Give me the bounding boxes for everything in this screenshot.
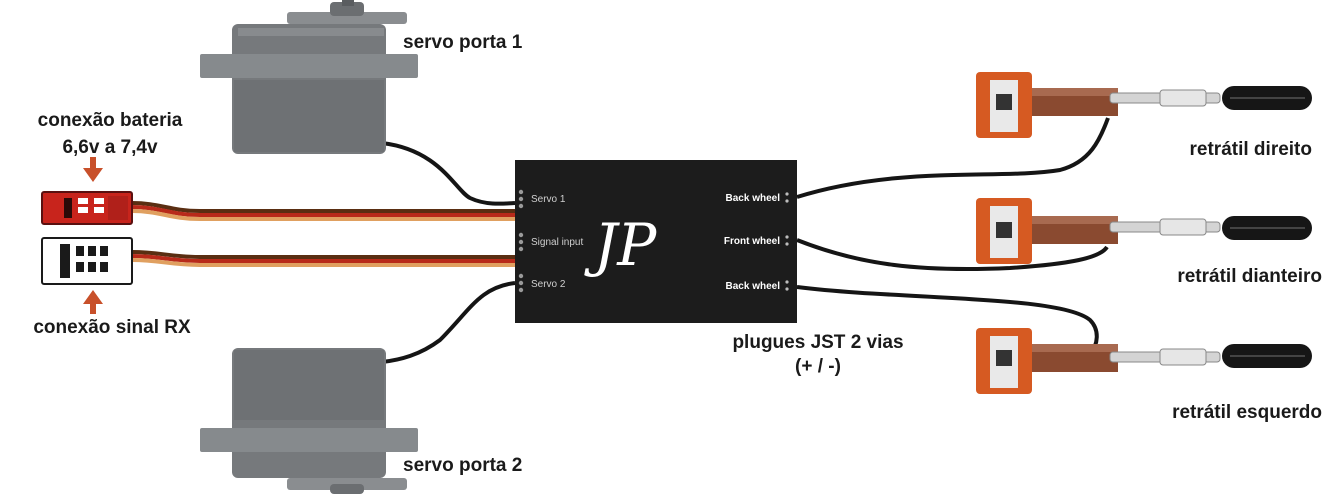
retract-left [976,328,1312,394]
port-servo2-label: Servo 2 [531,279,566,290]
port-back-wheel-2-label: Back wheel [726,281,781,292]
jst-label-line2: (+ / -) [795,356,841,377]
controller-box: Servo 1 Signal input Servo 2 Back wheel … [515,160,797,323]
battery-cable [131,201,515,221]
servo1-label: servo porta 1 [403,32,523,53]
battery-label-line2: 6,6v a 7,4v [62,137,158,158]
rx-connector [41,237,133,285]
rx-signal-cable [131,250,515,267]
left-pin-headers [518,189,524,293]
battery-label-line1: conexão bateria [38,110,183,131]
retract-left-wire [796,285,1099,356]
retract-right-wire [796,117,1110,199]
battery-connector [41,191,133,225]
retract-left-label: retrátil esquerdo [1172,402,1322,423]
battery-arrow-icon [83,157,103,182]
rx-arrow-icon [83,290,103,314]
port-front-wheel-label: Front wheel [724,236,780,247]
servo2-label: servo porta 2 [403,455,522,476]
port-back-wheel-1-label: Back wheel [726,193,781,204]
retract-front [976,198,1312,264]
jst-label-line1: plugues JST 2 vias [732,332,903,353]
jp-logo: JP [584,211,657,279]
retract-front-label: retrátil dianteiro [1177,266,1322,287]
servo2-wire [381,281,516,364]
retract-right [976,72,1312,138]
servo-2 [200,348,418,494]
rx-label: conexão sinal RX [33,317,191,338]
port-servo1-label: Servo 1 [531,194,566,205]
retract-front-wire [796,238,1109,272]
port-signal-label: Signal input [531,237,583,248]
retract-right-label: retrátil direito [1190,139,1312,160]
servo-1 [200,0,418,154]
wires [131,117,1110,364]
right-pin-headers [785,192,789,291]
servo1-wire [381,141,516,206]
